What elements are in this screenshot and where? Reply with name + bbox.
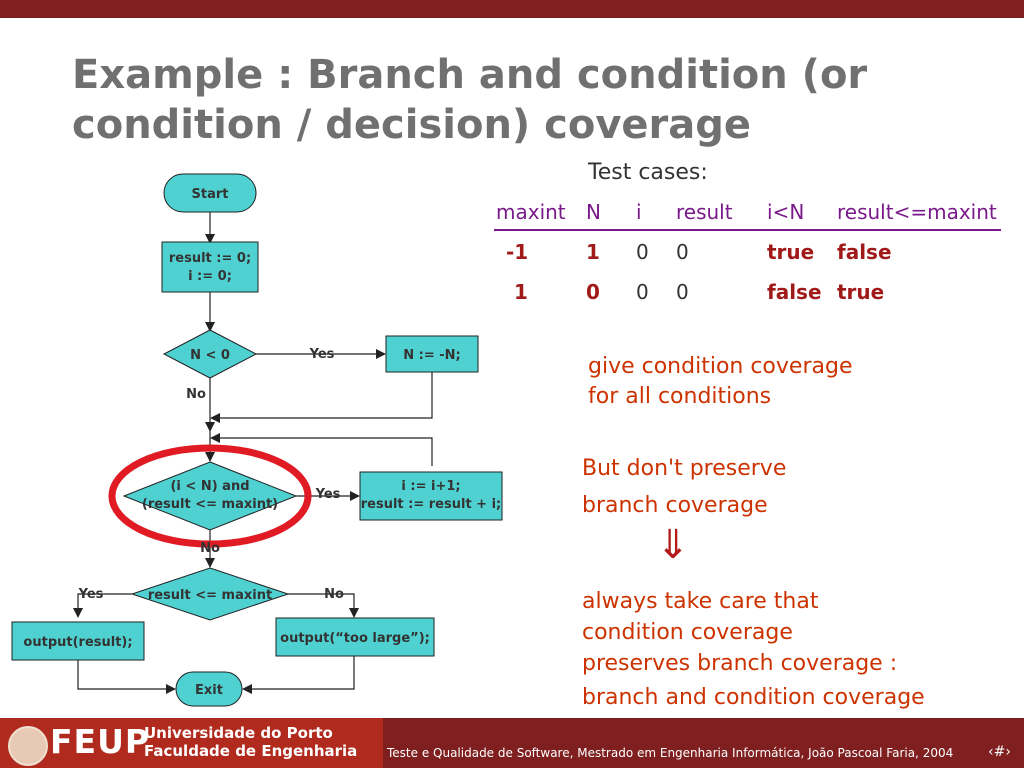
cond3-yes-label: Yes: [78, 587, 104, 602]
header-i-lt-n: i<N: [767, 200, 805, 224]
cond3-label: result <= maxint: [148, 588, 272, 603]
header-underline: [494, 229, 1001, 231]
header-result-le-maxint: result<=maxint: [837, 200, 997, 224]
note3-line-2: condition coverage: [582, 620, 793, 645]
cond1-label: N < 0: [190, 348, 230, 363]
feup-logo: FEUP: [50, 722, 151, 761]
loop-line-1: i := i+1;: [401, 479, 460, 494]
loop-box: [359, 471, 503, 521]
header-maxint: maxint: [496, 200, 566, 224]
negate-box: [385, 335, 479, 373]
top-bar: [0, 0, 1024, 18]
cond2-line-1: (i < N) and: [170, 479, 249, 494]
table-cell: true: [837, 280, 885, 304]
negate-label: N := -N;: [403, 348, 461, 363]
cond2-yes-label: Yes: [315, 487, 341, 502]
note-branch-coverage: But don't preserve branch coverage: [582, 450, 786, 524]
exit-label: Exit: [195, 683, 223, 698]
table-cell: 0: [636, 240, 649, 264]
cond1-no-label: No: [186, 387, 206, 402]
title-line-2: condition / decision) coverage: [72, 102, 752, 148]
table-cell: 0: [676, 280, 689, 304]
table-cell: false: [837, 240, 892, 264]
note2-line-2: branch coverage: [582, 493, 768, 518]
highlight-ellipse: [108, 444, 312, 548]
flowchart: Start result := 0; i := 0; N < 0 Yes No …: [11, 173, 503, 707]
footer-logo-area: [0, 718, 383, 768]
slide-title: Example : Branch and condition (or condi…: [72, 50, 972, 150]
cond2-line-2: (result <= maxint): [142, 497, 278, 512]
university-seal-icon: [8, 726, 48, 766]
init-line-1: result := 0;: [169, 251, 251, 266]
university-name: Universidade do Porto Faculdade de Engen…: [144, 724, 357, 760]
title-line-1: Example : Branch and condition (or: [72, 52, 868, 98]
loop-line-2: result := result + i;: [361, 497, 502, 512]
page-number: ‹#›: [988, 744, 1011, 760]
note-always-take-care: always take care that condition coverage…: [582, 586, 925, 713]
table-cell: 1: [514, 280, 528, 304]
start-label: Start: [192, 187, 229, 202]
table-cell: true: [767, 240, 815, 264]
table-cell: false: [767, 280, 822, 304]
down-double-arrow-icon: ⇓: [656, 522, 690, 568]
note1-line-2: for all conditions: [588, 384, 772, 409]
init-line-2: i := 0;: [188, 269, 232, 284]
cond1-diamond: [162, 329, 258, 379]
note3-line-3: preserves branch coverage :: [582, 651, 898, 676]
output-error-label: output(“too large”);: [280, 631, 430, 646]
note3-line-1: always take care that: [582, 589, 819, 614]
init-box: [161, 241, 259, 293]
header-i: i: [636, 200, 642, 224]
note3-line-4: branch and condition coverage: [582, 685, 925, 710]
note1-line-1: give condition coverage: [588, 354, 853, 379]
table-cell: 0: [676, 240, 689, 264]
output-result-box: [11, 621, 145, 661]
header-result: result: [676, 200, 733, 224]
header-n: N: [586, 200, 601, 224]
exit-terminal: [175, 671, 243, 707]
table-cell: 0: [586, 280, 600, 304]
cond2-no-label: No: [200, 541, 220, 556]
start-terminal: [163, 173, 257, 213]
cond1-yes-label: Yes: [309, 347, 335, 362]
output-error-box: [275, 617, 435, 657]
output-result-label: output(result);: [23, 635, 132, 650]
cond2-diamond: [122, 461, 298, 531]
table-cell: 1: [586, 240, 600, 264]
cond3-diamond: [130, 567, 290, 621]
test-cases-title: Test cases:: [588, 160, 708, 185]
cond3-no-label: No: [324, 587, 344, 602]
university-line-1: Universidade do Porto: [144, 724, 333, 742]
table-cell: -1: [506, 240, 529, 264]
note-condition-coverage: give condition coverage for all conditio…: [588, 352, 852, 412]
table-cell: 0: [636, 280, 649, 304]
university-line-2: Faculdade de Engenharia: [144, 742, 358, 760]
note2-line-1: But don't preserve: [582, 456, 787, 481]
footer-text: Teste e Qualidade de Software, Mestrado …: [387, 746, 954, 760]
